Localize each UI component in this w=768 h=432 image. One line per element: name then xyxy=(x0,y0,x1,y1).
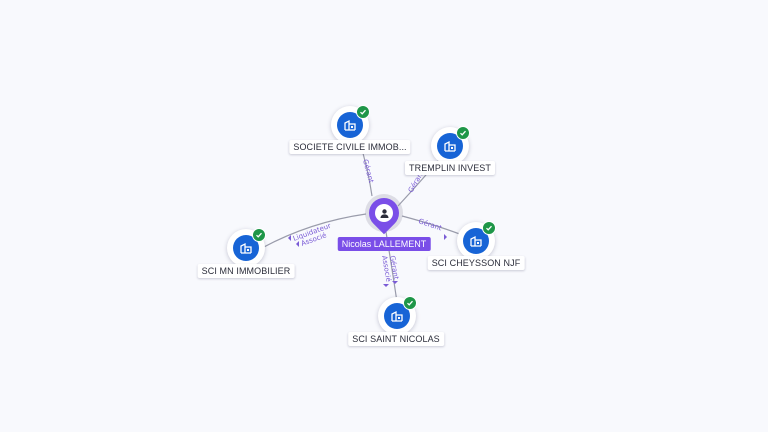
arrow-marker xyxy=(383,284,389,287)
verified-check-icon xyxy=(482,221,496,235)
person-label[interactable]: Nicolas LALLEMENT xyxy=(337,237,431,251)
arrow-marker xyxy=(288,235,291,241)
company-node-societe-civile[interactable] xyxy=(331,105,370,144)
company-label[interactable]: SCI SAINT NICOLAS xyxy=(348,332,444,346)
verified-check-icon xyxy=(356,105,370,119)
company-label[interactable]: SCI CHEYSSON NJF xyxy=(427,256,525,270)
verified-check-icon xyxy=(252,228,266,242)
company-label[interactable]: SOCIETE CIVILE IMMOB... xyxy=(289,140,411,154)
company-node-sci-cheysson-njf[interactable] xyxy=(457,221,496,260)
company-node-sci-mn-immobilier[interactable] xyxy=(227,228,266,267)
person-icon xyxy=(375,204,393,222)
relation-label: Gérant xyxy=(417,217,443,232)
verified-check-icon xyxy=(456,126,470,140)
edge-sci-mn-immobilier xyxy=(261,213,367,249)
company-label[interactable]: TREMPLIN INVEST xyxy=(404,161,496,175)
arrow-marker xyxy=(296,241,299,247)
arrow-marker xyxy=(392,281,398,284)
company-node-sci-saint-nicolas[interactable] xyxy=(378,296,417,335)
arrow-marker xyxy=(444,234,447,240)
person-node[interactable] xyxy=(362,191,406,235)
verified-check-icon xyxy=(403,296,417,310)
relation-label: Gérant xyxy=(361,158,375,184)
company-node-tremplin-invest[interactable] xyxy=(431,126,470,165)
company-label[interactable]: SCI MN IMMOBILIER xyxy=(197,264,295,278)
